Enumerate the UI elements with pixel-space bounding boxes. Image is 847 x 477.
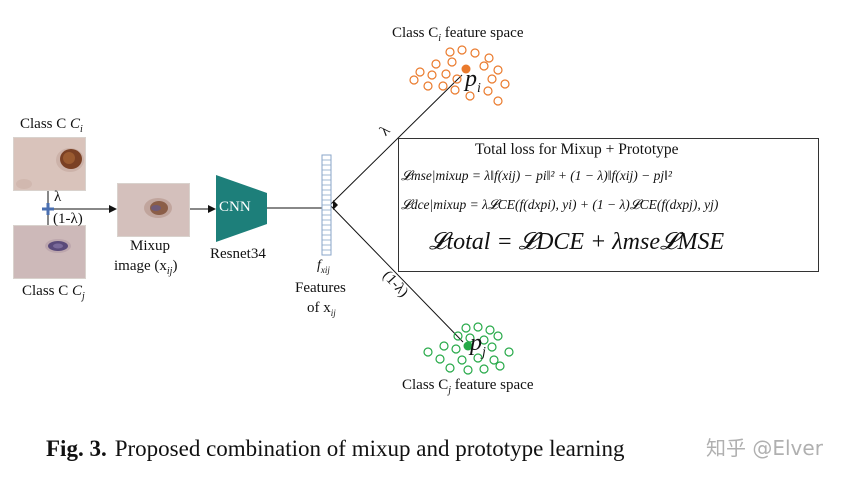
class-j-image <box>13 225 86 279</box>
lesion-mixed-icon <box>118 184 189 236</box>
feature-var-label: fxij <box>317 258 330 275</box>
space-j-label: Class Cj feature space <box>402 377 534 396</box>
lesion-brown-icon <box>14 138 85 190</box>
branch-junction-arrow <box>333 200 338 210</box>
one-minus-lambda-label: (1-λ) <box>53 211 83 227</box>
prototype-j-dot <box>463 341 473 351</box>
loss-box: Total loss for Mixup + Prototype 𝓛mse|mi… <box>398 138 819 272</box>
class-i-image <box>13 137 86 191</box>
prototype-i-label: pi <box>465 66 481 96</box>
loss-total-equation: 𝓛total = 𝓛DCE + λmse𝓛MSE <box>429 229 725 255</box>
caption-label: Fig. 3. <box>46 436 107 461</box>
mixup-image <box>117 183 190 237</box>
cnn-block <box>216 175 267 242</box>
mixup-label-line2: image (xij) <box>114 258 178 277</box>
space-i-label: Class Ci feature space <box>392 25 524 44</box>
loss-title: Total loss for Mixup + Prototype <box>475 141 679 158</box>
features-line2: of xij <box>307 300 336 318</box>
watermark: 知乎 @Elver <box>706 436 823 460</box>
cluster-i <box>409 45 510 106</box>
loss-dce-equation: 𝓛dce|mixup = λ𝓛CE(f(dxpi), yi) + (1 − λ)… <box>401 197 719 212</box>
figure-caption: Fig. 3. Proposed combination of mixup and… <box>46 436 624 462</box>
branch-line-i <box>329 74 463 206</box>
class-j-name: C <box>72 283 83 299</box>
loss-mse-equation: 𝓛mse|mixup = λ‖f(xij) − pi‖² + (1 − λ)‖f… <box>401 168 672 183</box>
feature-vector <box>321 154 332 256</box>
branch-line-j <box>329 204 464 343</box>
prototype-j-label: pj <box>470 330 486 360</box>
lambda-label: λ <box>54 189 62 205</box>
class-i-label: Class C Ci <box>20 116 83 135</box>
mixup-cross-icon <box>42 203 54 215</box>
mixup-label-line1: Mixup <box>130 238 171 254</box>
resnet-label: Resnet34 <box>210 246 266 262</box>
class-i-name: C <box>70 116 81 132</box>
prototype-i-dot <box>461 64 471 74</box>
caption-text: Proposed combination of mixup and protot… <box>114 436 625 461</box>
cnn-label: CNN <box>219 199 251 215</box>
features-line1: Features <box>295 280 346 296</box>
class-j-label: Class C Cj <box>22 283 85 302</box>
cluster-j <box>423 322 514 375</box>
lesion-purple-icon <box>14 226 85 278</box>
